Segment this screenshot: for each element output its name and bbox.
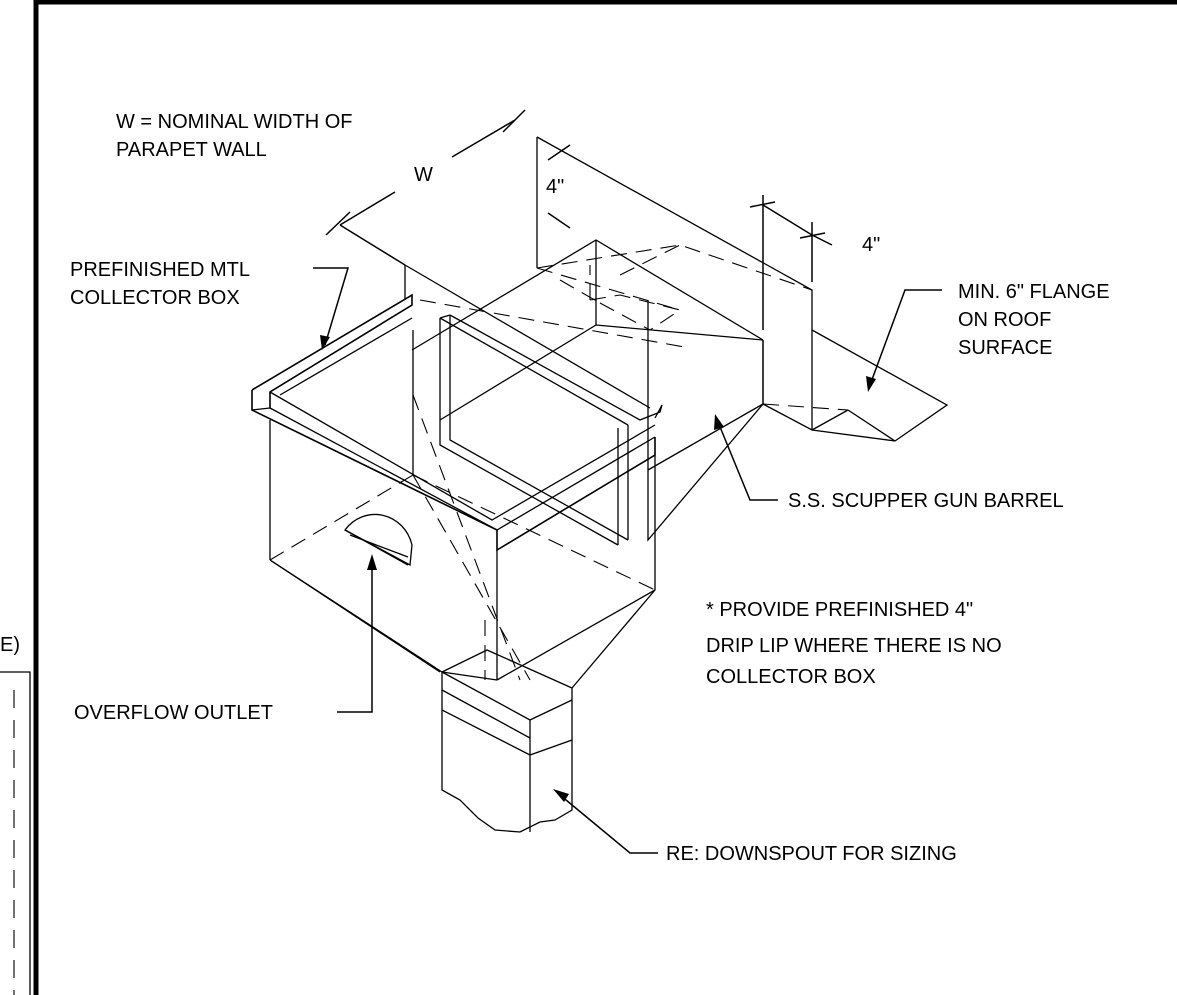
- collector-label-line1: PREFINISHED MTL: [70, 259, 250, 281]
- dim-4-horizontal-label: 4": [862, 234, 880, 256]
- drip-note-line2: DRIP LIP WHERE THERE IS NO: [706, 635, 1002, 657]
- collector-box-leader: [313, 267, 350, 350]
- collector-label-line2: COLLECTOR BOX: [70, 287, 240, 309]
- width-note-line1: W = NOMINAL WIDTH OF: [116, 111, 352, 133]
- dimension-4-horizontal: [749, 195, 833, 330]
- flange-leader: [866, 289, 942, 392]
- width-note-line2: PARAPET WALL: [116, 139, 267, 161]
- adjacent-detail-fragment: [0, 671, 31, 995]
- sheet-border: [33, 0, 1177, 995]
- dim-w-label: W: [414, 164, 433, 186]
- flange-label-line3: SURFACE: [958, 337, 1052, 359]
- flange-label-line1: MIN. 6" FLANGE: [958, 281, 1110, 303]
- gun-barrel-label: S.S. SCUPPER GUN BARREL: [788, 490, 1064, 512]
- overflow-label: OVERFLOW OUTLET: [74, 702, 273, 724]
- drip-note-line3: COLLECTOR BOX: [706, 666, 876, 688]
- collector-box: [251, 264, 663, 689]
- overflow-leader: [337, 554, 377, 713]
- parapet-flashing: [536, 136, 949, 442]
- drip-note-line1: * PROVIDE PREFINISHED 4": [706, 599, 973, 621]
- gun-barrel-leader: [714, 414, 778, 501]
- dimension-4-vertical: [547, 144, 571, 229]
- dim-4-vertical-label: 4": [546, 176, 564, 198]
- edge-fragment-label: E): [0, 634, 20, 656]
- dimension-w: [325, 109, 526, 266]
- downspout: [441, 649, 573, 833]
- downspout-label: RE: DOWNSPOUT FOR SIZING: [666, 843, 957, 865]
- downspout-leader: [553, 789, 658, 854]
- flange-label-line2: ON ROOF: [958, 309, 1051, 331]
- scupper-gun-barrel: [411, 239, 813, 542]
